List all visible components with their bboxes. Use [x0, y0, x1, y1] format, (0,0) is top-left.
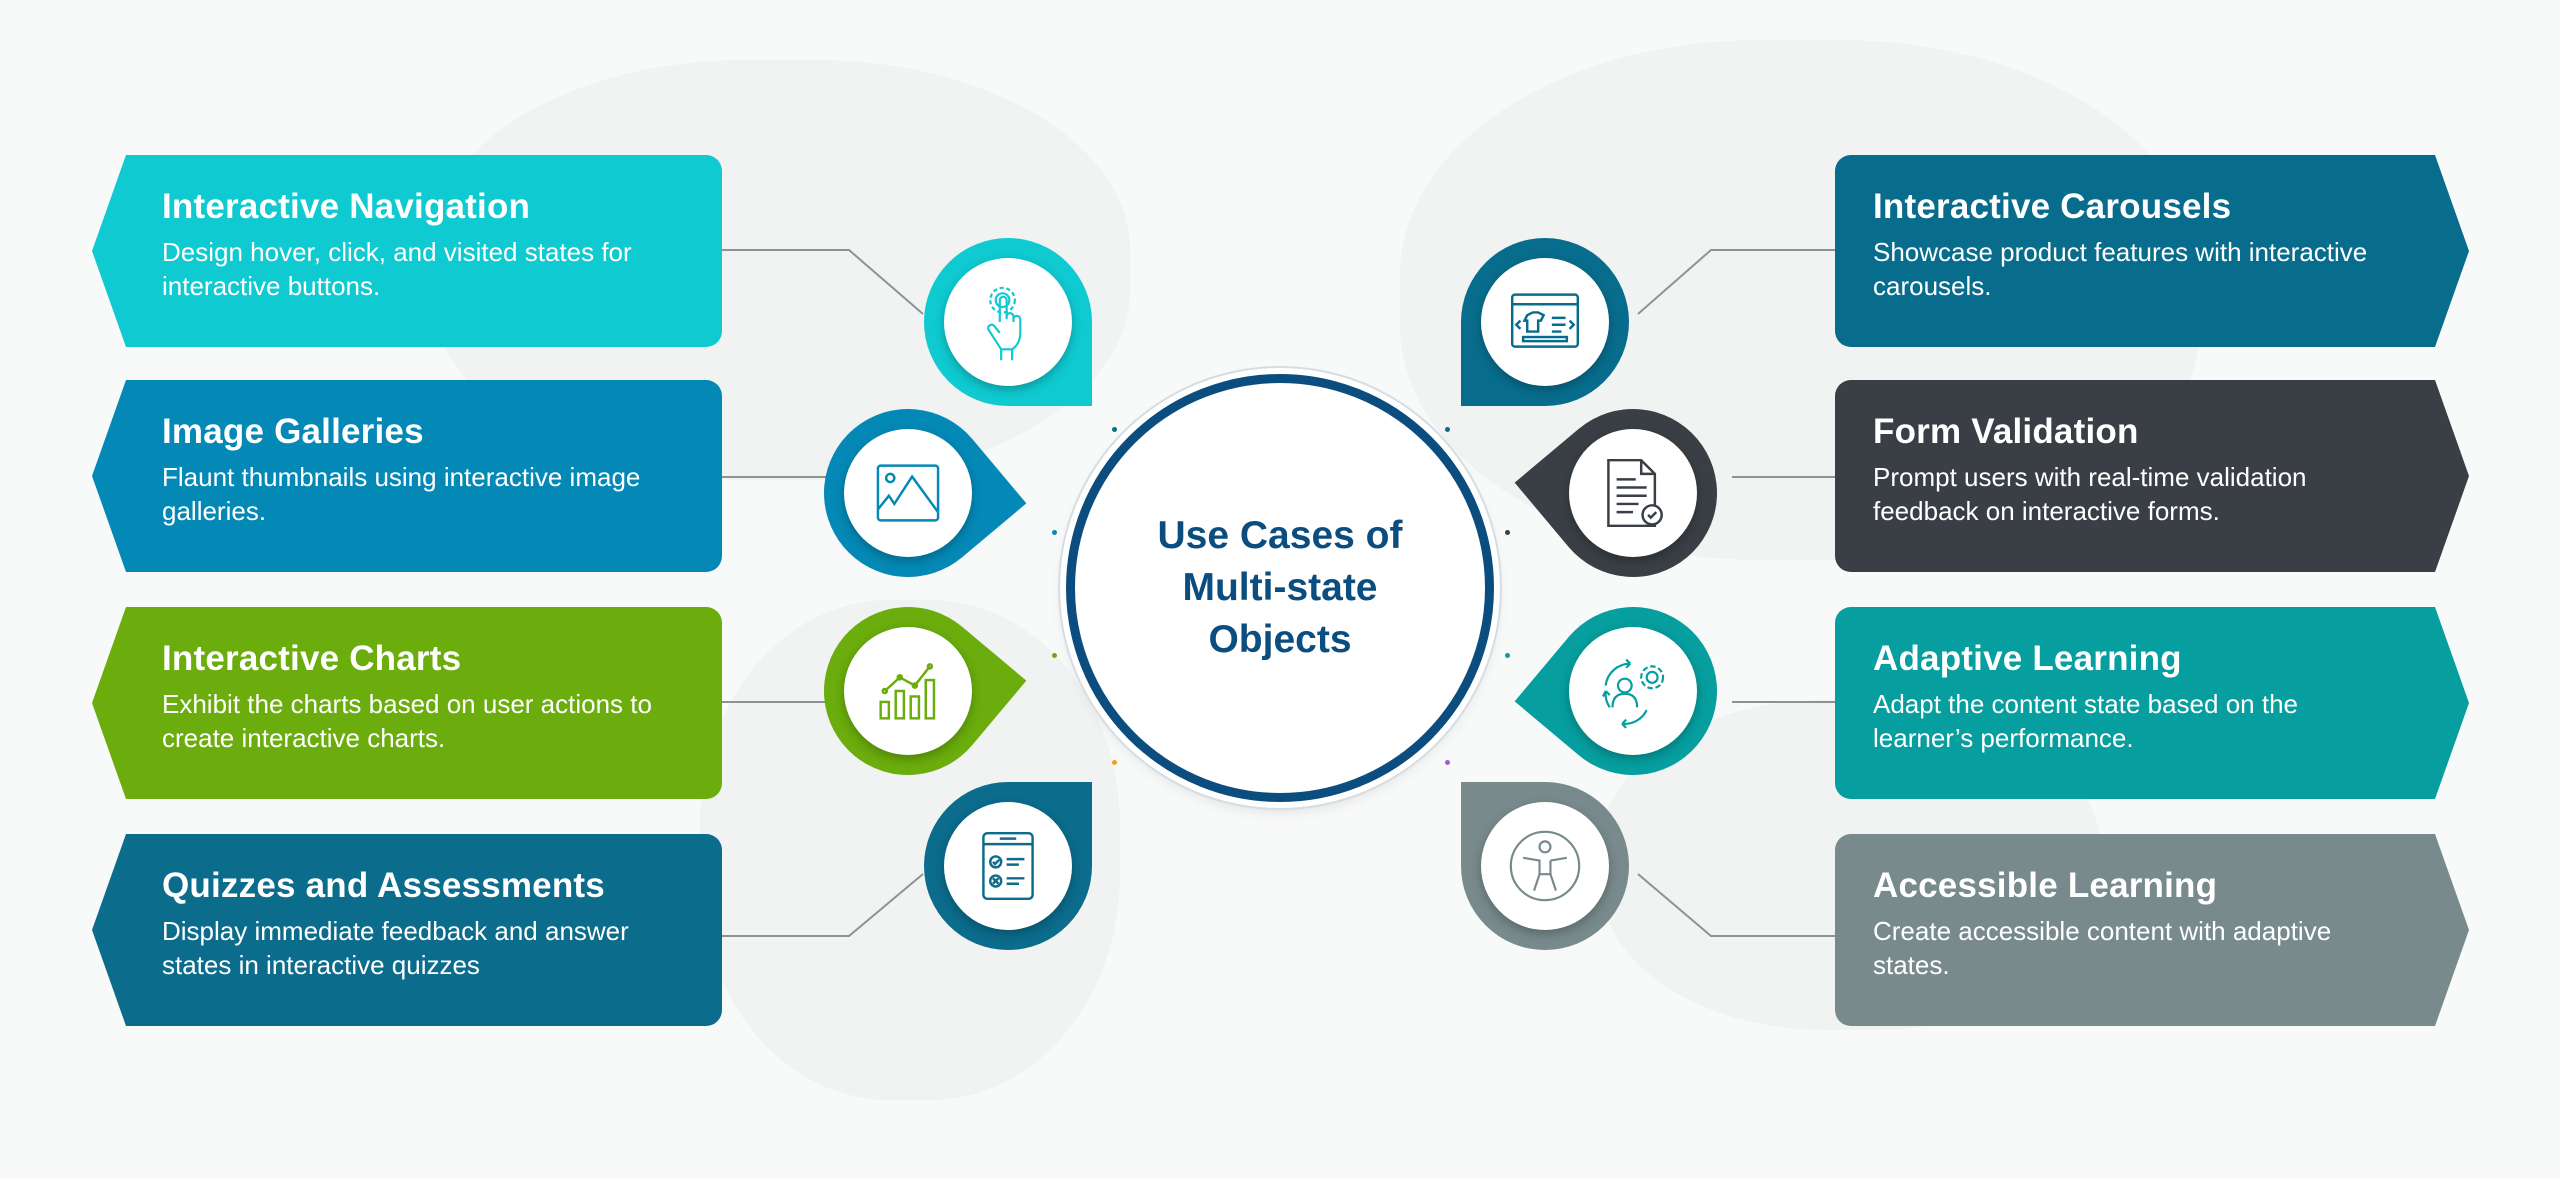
form-document-icon	[1607, 458, 1663, 528]
center-circle: Use Cases of Multi-state Objects	[1066, 374, 1494, 802]
pin-adaptive-learning	[1514, 572, 1752, 810]
decorative-dot	[1112, 760, 1117, 765]
card-description: Flaunt thumbnails using interactive imag…	[162, 462, 641, 526]
card-title: Accessible Learning	[1873, 866, 2218, 905]
quiz-checklist-icon	[982, 831, 1034, 901]
card-title: Form Validation	[1873, 412, 2139, 451]
card-description: Design hover, click, and visited states …	[162, 237, 632, 301]
decorative-dot	[1112, 427, 1117, 432]
pin-quizzes-assessments	[924, 782, 1092, 950]
decorative-dot	[1445, 427, 1450, 432]
hand-tap-icon	[987, 286, 1022, 361]
pin-form-validation	[1514, 374, 1752, 612]
card-title: Image Galleries	[162, 412, 424, 451]
decorative-dot	[1052, 530, 1057, 535]
card-form-validation: Form Validation Prompt users with real-t…	[1835, 380, 2469, 572]
card-description: Exhibit the charts based on user actions…	[162, 689, 652, 753]
pin-accessible-learning	[1461, 782, 1629, 950]
connector-carousels	[1637, 249, 1835, 315]
carousel-icon	[1510, 293, 1580, 348]
decorative-dot	[1505, 653, 1510, 658]
card-description: Showcase product features with interacti…	[1873, 237, 2368, 301]
card-description: Prompt users with real-time validation f…	[1873, 462, 2307, 526]
card-title: Interactive Charts	[162, 639, 462, 678]
card-description: Create accessible content with adaptive …	[1873, 916, 2332, 980]
pin-interactive-charts	[789, 572, 1027, 810]
card-title: Quizzes and Assessments	[162, 866, 605, 905]
card-description: Display immediate feedback and answer st…	[162, 916, 629, 980]
card-interactive-charts: Interactive Charts Exhibit the charts ba…	[92, 607, 722, 799]
card-quizzes-assessments: Quizzes and Assessments Display immediat…	[92, 834, 722, 1026]
card-adaptive-learning: Adaptive Learning Adapt the content stat…	[1835, 607, 2469, 799]
decorative-dot	[1445, 760, 1450, 765]
accessibility-icon	[1509, 830, 1581, 902]
pin-interactive-carousels	[1461, 238, 1629, 406]
connector-navigation	[722, 249, 924, 315]
pin-image-galleries	[789, 374, 1027, 612]
adaptive-user-gear-icon	[1601, 658, 1665, 729]
card-title: Interactive Navigation	[162, 187, 531, 226]
card-interactive-navigation: Interactive Navigation Design hover, cli…	[92, 155, 722, 347]
pin-interactive-navigation	[924, 238, 1092, 406]
connector-accessible	[1637, 873, 1835, 937]
card-interactive-carousels: Interactive Carousels Showcase product f…	[1835, 155, 2469, 347]
card-title: Interactive Carousels	[1873, 187, 2232, 226]
card-title: Adaptive Learning	[1873, 639, 2182, 678]
card-accessible-learning: Accessible Learning Create accessible co…	[1835, 834, 2469, 1026]
decorative-dot	[1052, 653, 1057, 658]
center-title: Use Cases of Multi-state Objects	[1157, 514, 1403, 661]
card-image-galleries: Image Galleries Flaunt thumbnails using …	[92, 380, 722, 572]
bar-chart-icon	[879, 663, 936, 720]
card-description: Adapt the content state based on the lea…	[1873, 689, 2298, 753]
connector-quizzes	[722, 873, 924, 937]
image-icon	[876, 464, 940, 522]
decorative-dot	[1505, 530, 1510, 535]
